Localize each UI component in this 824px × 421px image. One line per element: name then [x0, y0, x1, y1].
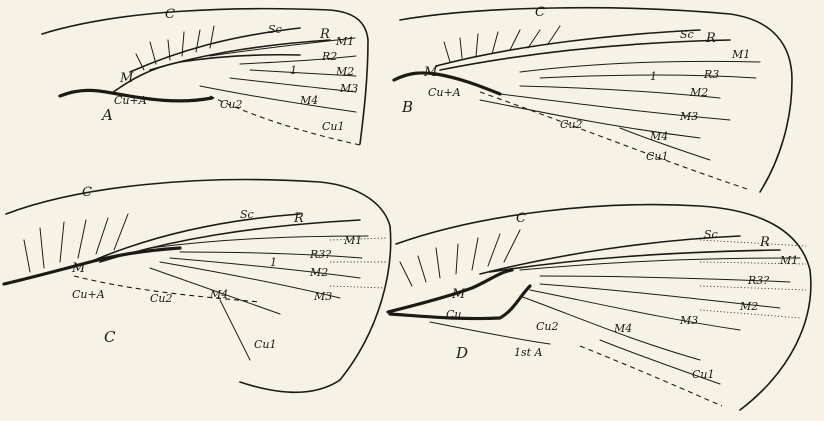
label-m4-c: M4 — [209, 288, 228, 301]
label-m4-b: M4 — [649, 130, 668, 143]
wing-panel-d: C Sc R M1 R3? M2 M3 M4 M Cu Cu2 Cu1 1st … — [388, 205, 811, 410]
vein-m1-d — [520, 258, 800, 270]
label-m3-a: M3 — [339, 82, 358, 95]
label-1st-a-d: 1st A — [514, 346, 543, 359]
wing-panel-a: C Sc R M1 R2 1 M2 M3 M4 M Cu+A Cu2 Cu1 A — [42, 7, 368, 145]
wing-margin-b — [480, 92, 750, 190]
panel-label-c: C — [104, 328, 116, 346]
vein-r2-a — [240, 56, 356, 64]
label-r3-c: R3? — [309, 248, 331, 261]
label-c-c: C — [82, 185, 92, 200]
label-m3-b: M3 — [679, 110, 698, 123]
label-r-d: R — [759, 235, 770, 250]
panel-label-b: B — [401, 98, 413, 116]
vein-1st-a-d — [430, 322, 550, 344]
label-1-c: 1 — [270, 256, 277, 269]
label-cua-a: Cu+A — [114, 94, 147, 107]
panel-label-d: D — [455, 344, 468, 362]
label-m-c: M — [71, 261, 86, 276]
label-r3-d: R3? — [747, 274, 769, 287]
label-m1-d: M1 — [779, 254, 798, 267]
label-cu1-c: Cu1 — [254, 338, 277, 351]
label-m4-d: M4 — [613, 322, 632, 335]
label-cu2-c: Cu2 — [150, 292, 173, 305]
label-sc-a: Sc — [268, 23, 282, 36]
label-cu-d: Cu — [446, 308, 462, 321]
label-sc-c: Sc — [240, 208, 254, 221]
vein-m1-c — [150, 236, 368, 248]
label-cu1-a: Cu1 — [322, 120, 345, 133]
wing-panel-c: C Sc R M1 R3? 1 M2 M3 M4 M Cu+A Cu2 Cu1 … — [4, 180, 391, 393]
label-1-a: 1 — [290, 64, 297, 77]
vein-base-c — [4, 248, 180, 284]
label-m2-d: M2 — [739, 300, 758, 313]
panel-label-a: A — [100, 106, 113, 124]
label-cu1-d: Cu1 — [692, 368, 715, 381]
label-m1-b: M1 — [731, 48, 750, 61]
label-cua-c: Cu+A — [72, 288, 105, 301]
label-c-b: C — [535, 5, 545, 20]
label-m2-c: M2 — [309, 266, 328, 279]
vein-r-a — [150, 40, 330, 70]
label-m2-a: M2 — [335, 65, 354, 78]
costal-veinlets-d — [400, 230, 520, 286]
label-c-a: C — [165, 7, 175, 22]
label-1-b: 1 — [650, 70, 657, 83]
wing-panel-b: C Sc R M1 R3 1 M2 M3 M4 M Cu+A Cu2 Cu1 B — [394, 5, 792, 192]
wing-outline-b — [400, 8, 792, 192]
label-r-c: R — [293, 211, 304, 226]
vein-m3-a — [230, 78, 356, 92]
label-m1-a: M1 — [335, 35, 354, 48]
label-sc-d: Sc — [704, 228, 718, 241]
label-m3-c: M3 — [313, 290, 332, 303]
label-c-d: C — [516, 211, 526, 226]
label-cu2-a: Cu2 — [220, 98, 243, 111]
label-r-b: R — [705, 31, 716, 46]
label-r2-a: R2 — [321, 50, 337, 63]
vein-m1-b — [520, 61, 760, 72]
label-m3-d: M3 — [679, 314, 698, 327]
label-m-b: M — [423, 65, 438, 80]
label-m2-b: M2 — [689, 86, 708, 99]
vein-m2-c — [170, 258, 360, 278]
label-cu2-b: Cu2 — [560, 118, 583, 131]
label-m-d: M — [451, 287, 466, 302]
label-r3-b: R3 — [703, 68, 719, 81]
label-cu1-b: Cu1 — [646, 150, 669, 163]
vein-cu1-c — [220, 300, 250, 360]
wing-outline-c — [6, 180, 391, 393]
label-m4-a: M4 — [299, 94, 318, 107]
vein-r3-b — [540, 75, 756, 78]
label-cua-b: Cu+A — [428, 86, 461, 99]
label-cu2-d: Cu2 — [536, 320, 559, 333]
label-m1-c: M1 — [343, 234, 362, 247]
label-r-a: R — [319, 27, 330, 42]
vein-m3-d — [530, 290, 740, 330]
vein-sc-b — [436, 30, 700, 66]
label-sc-b: Sc — [680, 28, 694, 41]
label-m-a: M — [119, 71, 134, 86]
